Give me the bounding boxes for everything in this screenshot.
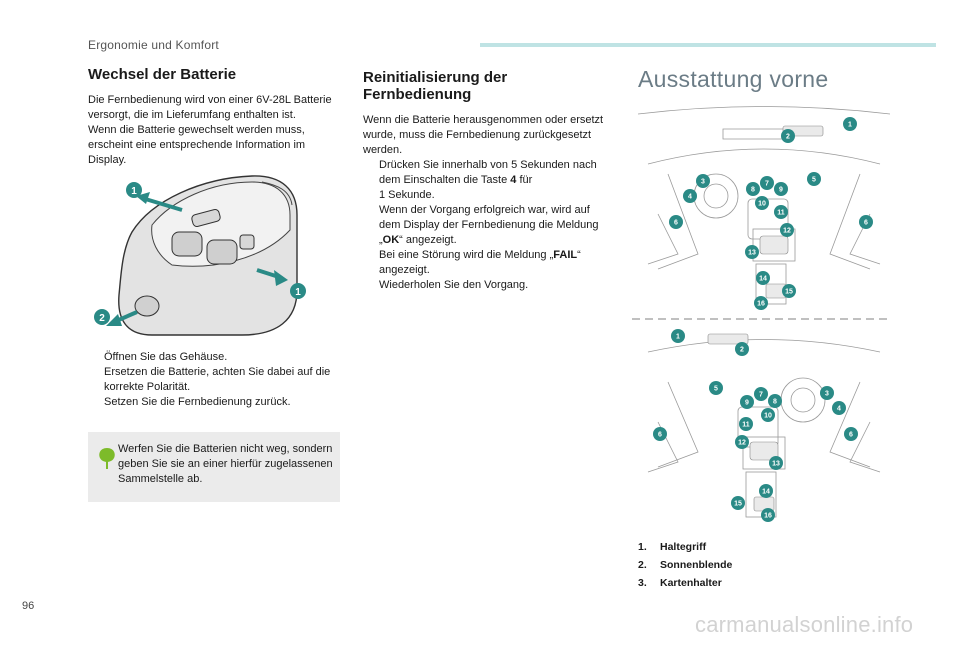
battery-section: Wechsel der Batterie Die Fernbedienung w… [88,66,343,168]
cabin-2-label-15: 15 [734,501,742,508]
figure-label-1b: 1 [295,287,301,298]
legend-item: 2.Sonnenblende [638,559,733,571]
battery-steps: Öffnen Sie das Gehäuse. Ersetzen die Bat… [88,350,343,410]
battery-step-2: Ersetzen die Batterie, achten Sie dabei … [104,366,331,393]
battery-step-3: Setzen Sie die Fernbedienung zurück. [104,396,291,408]
cabin-figure-1: 1 2 3 4 5 6 6 7 8 9 10 11 12 13 14 15 16 [638,106,890,310]
remote-cap [261,181,293,206]
cabin-2-label-16: 16 [764,513,772,520]
cabin-1-label-8: 8 [751,187,755,194]
cabin-2-label-8: 8 [773,399,777,406]
figure-label-2: 2 [99,313,105,324]
battery-intro-1: Die Fernbedienung wird von einer 6V-28L … [88,94,332,121]
cabin-2-label-12: 12 [738,440,746,447]
cabin-1-label-4: 4 [688,194,692,201]
cabin-1-label-6a: 6 [674,220,678,227]
legend-item: 1.Haltegriff [638,541,707,553]
cabin-2-label-6b: 6 [849,432,853,439]
cabin-1-label-15: 15 [785,289,793,296]
cabin-1-label-6b: 6 [864,220,868,227]
reinit-section: Reinitialisierung der Fernbedienung Wenn… [363,69,613,293]
cabin-1-label-1: 1 [848,122,852,129]
cabin-2-label-1: 1 [676,334,680,341]
cabin-1-label-12: 12 [783,228,791,235]
remote-figure: 1 1 2 [94,175,306,336]
leaf-icon [99,448,115,469]
header-bar [480,43,936,47]
cabin-divider [632,318,892,320]
reinit-step-1: Drücken Sie innerhalb von 5 Sekunden nac… [379,159,597,186]
reinit-step-1-failure: Bei eine Störung wird die Meldung „FAIL“… [379,249,581,276]
cabin-1-label-3: 3 [701,179,705,186]
cabin-2-label-6a: 6 [658,432,662,439]
reinit-step-2: Wiederholen Sie den Vorgang. [379,279,529,291]
figure-label-1: 1 [131,186,137,197]
reinit-title-line1: Reinitialisierung der [363,69,508,86]
battery-title: Wechsel der Batterie [88,66,237,83]
remote-button [191,208,221,228]
cabin-1-label-16: 16 [757,301,765,308]
cabin-2-label-5: 5 [714,386,718,393]
cabin-1-label-9: 9 [779,187,783,194]
cabin-2-label-13: 13 [772,461,780,468]
arrow-1b-head [274,270,288,286]
arrow-2-head [106,314,122,326]
reinit-intro: Wenn die Batterie herausgenommen oder er… [363,114,604,156]
legend-item: 3.Kartenhalter [638,577,722,589]
page-number: 96 [22,600,35,612]
environment-tip: Werfen Sie die Batterien nicht weg, sond… [88,432,340,502]
cabin-2-label-4: 4 [837,406,841,413]
cabin-2-label-14: 14 [762,489,770,496]
equipment-title: Ausstattung vorne [638,66,829,92]
cabin-figure-2: 1 2 3 4 5 6 6 7 8 9 10 11 12 13 14 15 16 [647,329,881,522]
section-header: Ergonomie und Komfort [88,38,219,52]
battery-intro-2: Wenn die Batterie gewechselt werden muss… [88,124,306,166]
watermark: carmanualsonline.info [695,612,914,637]
cabin-2-label-9: 9 [745,400,749,407]
remote-button [239,234,255,250]
cabin-1-label-7: 7 [765,181,769,188]
reinit-step-1-duration: 1 Sekunde. [379,189,435,201]
cabin-2-label-2: 2 [740,347,744,354]
equipment-legend: 1.Haltegriff 2.Sonnenblende 3.Kartenhalt… [638,538,732,592]
reinit-step-1-success: Wenn der Vorgang erfolgreich war, wird a… [379,204,599,246]
cabin-2-label-10: 10 [764,413,772,420]
cabin-1-label-11: 11 [777,210,785,217]
cabin-1-label-13: 13 [748,250,756,257]
tip-text: Werfen Sie die Batterien nicht weg, sond… [118,443,333,485]
cabin-2-label-7: 7 [759,392,763,399]
cabin-1-label-14: 14 [759,276,767,283]
battery-step-1: Öffnen Sie das Gehäuse. [104,351,228,363]
battery-slot [134,295,160,317]
arrow-1 [141,196,183,212]
cabin-1-label-2: 2 [786,134,790,141]
remote-button [206,239,238,265]
cabin-2-label-3: 3 [825,391,829,398]
cabin-1-label-5: 5 [812,177,816,184]
cabin-2-label-11: 11 [742,422,750,429]
remote-button [171,231,203,257]
cabin-1-label-10: 10 [758,201,766,208]
reinit-title-line2: Fernbedienung [363,86,472,103]
